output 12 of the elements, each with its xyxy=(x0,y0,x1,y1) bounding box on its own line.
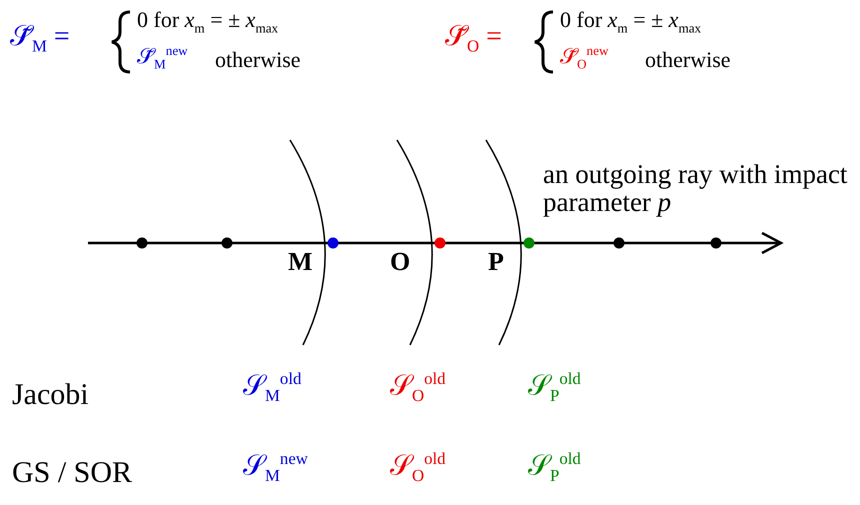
method-label: Jacobi xyxy=(12,378,89,411)
equation-term: otherwise xyxy=(645,48,731,72)
ray-label: an outgoing ray with impact parameter p xyxy=(543,160,848,217)
equation-term: 𝒮̃$_{M}$ = xyxy=(10,22,70,56)
method-label: GS / SOR xyxy=(12,456,132,489)
point-label: O xyxy=(390,248,410,277)
equation-term: 0 for x$_{m}$ = ± x$_{max}$ xyxy=(137,8,278,36)
point-label: M xyxy=(288,248,313,277)
point-label: P xyxy=(488,248,504,277)
equation-term: 0 for x$_{m}$ = ± x$_{max}$ xyxy=(560,8,702,36)
equation-term: otherwise xyxy=(215,48,301,72)
equation-term: 𝒮̃$_{O}$ = xyxy=(445,22,502,56)
